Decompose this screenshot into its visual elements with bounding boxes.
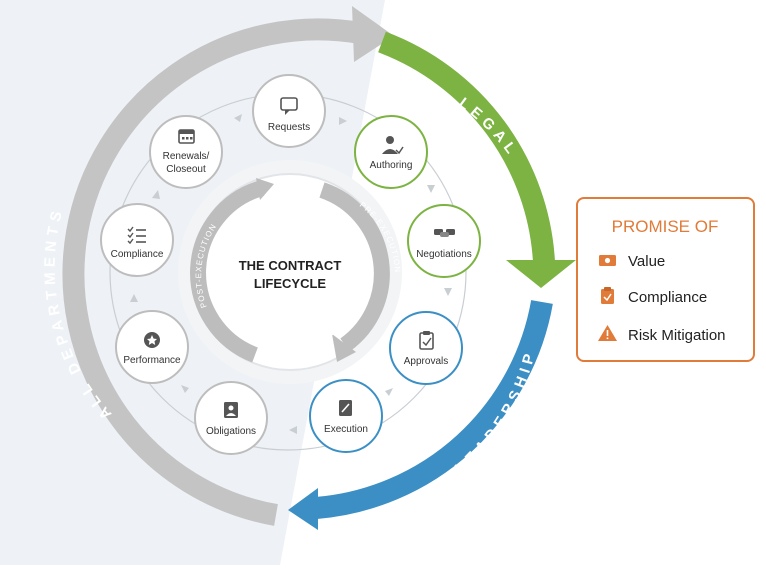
pre-execution-arrowhead (332, 334, 356, 362)
stage-authoring: Authoring (354, 115, 428, 189)
stage-approvals-circle (389, 311, 463, 385)
stage-execution-label: Execution (324, 424, 368, 435)
person-check-icon (382, 136, 404, 155)
post-execution-arrowhead (256, 178, 274, 200)
post-execution-arc (190, 180, 265, 363)
calendar-icon (178, 129, 195, 144)
chat-bubble-icon (280, 97, 298, 115)
pen-document-icon (339, 400, 352, 416)
center-hub-core (214, 196, 366, 348)
stage-compliance-circle (100, 203, 174, 277)
stage-negotiations: Negotiations (407, 204, 481, 278)
center-title-line2: LIFECYCLE (254, 276, 327, 291)
stage-authoring-label: Authoring (370, 160, 413, 171)
flow-arrow-8 (152, 190, 160, 199)
stage-negotiations-label: Negotiations (416, 249, 472, 260)
person-document-icon (224, 402, 238, 418)
checklist-icon (127, 226, 146, 245)
all-departments-arrow (62, 18, 362, 526)
money-icon (599, 255, 616, 266)
all-departments-arrowhead (352, 6, 394, 62)
handshake-icon (434, 229, 455, 237)
flow-arrow-3 (444, 288, 452, 296)
promise-title: PROMISE OF (612, 217, 719, 236)
stage-performance: Performance (115, 310, 189, 384)
stage-renewals: Renewals/ Closeout (149, 115, 223, 189)
promise-item-compliance: Compliance (628, 289, 707, 306)
legal-arrowhead (506, 260, 576, 288)
stage-compliance-label: Compliance (111, 249, 164, 260)
promise-box: PROMISE OF Value Compliance Risk Mitigat… (576, 197, 755, 362)
senior-leadership-arrowhead (288, 488, 318, 530)
stage-execution: Execution (309, 379, 383, 453)
stage-renewals-label-line2: Closeout (166, 164, 206, 175)
flow-arrow-2 (427, 185, 435, 193)
stage-approvals-label: Approvals (404, 356, 448, 367)
promise-box-border (576, 197, 755, 362)
promise-item-risk-mitigation: Risk Mitigation (628, 327, 726, 344)
flow-arrow-5 (289, 426, 297, 434)
stage-renewals-circle (149, 115, 223, 189)
stage-obligations: Obligations (194, 381, 268, 455)
stage-approvals: Approvals (389, 311, 463, 385)
flow-arrow-1 (339, 117, 347, 125)
pre-execution-arc (319, 182, 390, 352)
flow-arrow-6 (181, 385, 189, 393)
senior-leadership-arrow (315, 300, 553, 519)
stage-renewals-label-line1: Renewals/ (163, 151, 210, 162)
flow-arrow-4 (385, 388, 393, 396)
warning-icon (598, 325, 617, 341)
flow-arrow-9 (234, 114, 242, 122)
stage-obligations-label: Obligations (206, 426, 256, 437)
stage-requests: Requests (252, 74, 326, 148)
stage-performance-label: Performance (123, 355, 181, 366)
stage-negotiations-circle (407, 204, 481, 278)
legal-arrow (378, 31, 555, 263)
center-title-line1: THE CONTRACT (239, 258, 342, 273)
star-badge-icon (144, 332, 160, 348)
clipboard-icon (601, 287, 614, 304)
stage-compliance: Compliance (100, 203, 174, 277)
promise-item-value: Value (628, 253, 665, 270)
stage-requests-label: Requests (268, 122, 310, 133)
flow-arrow-7 (130, 294, 138, 302)
clipboard-check-icon (419, 331, 434, 350)
